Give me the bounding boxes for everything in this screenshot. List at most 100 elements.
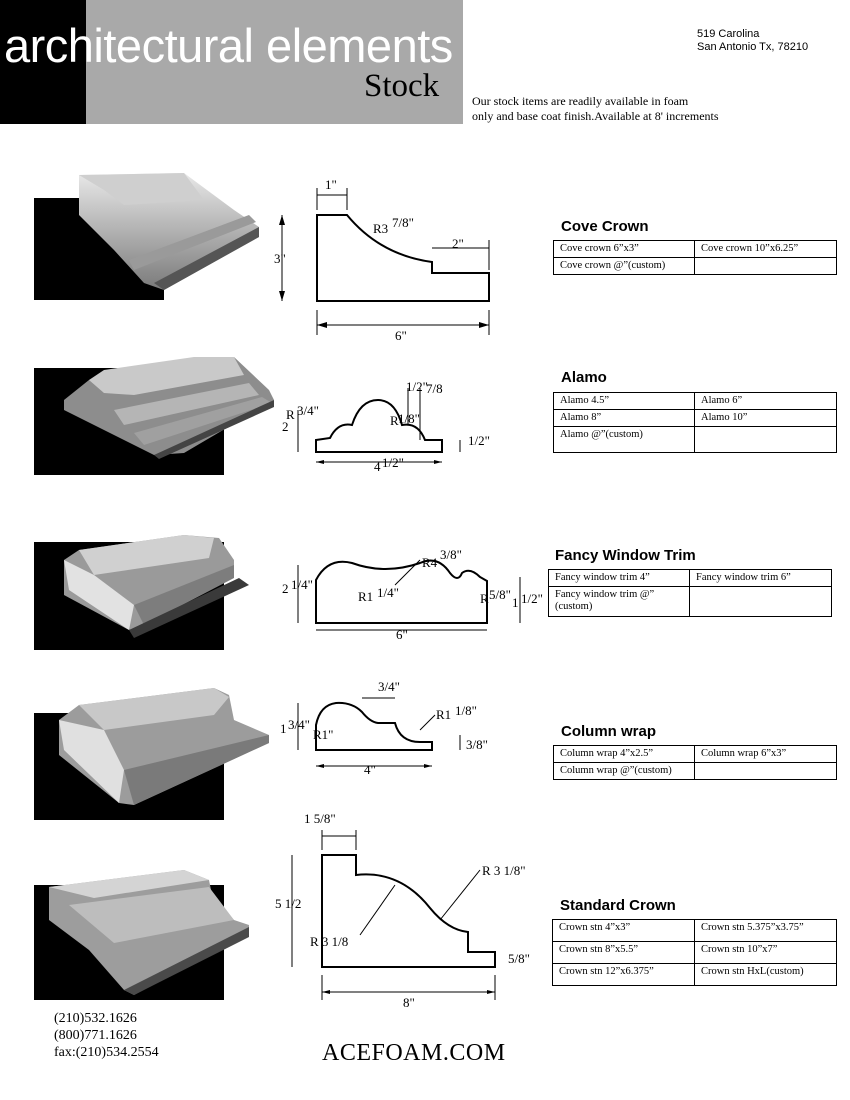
column-radius-left: R1"	[313, 727, 334, 742]
crown-top-dim: 1 5/8"	[304, 811, 336, 826]
table-row: Cove crown 6”x3”Cove crown 10”x6.25”	[553, 240, 837, 258]
column-wrap-sku-table: Column wrap 4”x2.5”Column wrap 6”x3” Col…	[553, 745, 837, 780]
fancy-radius-left-frac: 1/4"	[377, 585, 399, 600]
alamo-profile	[297, 388, 461, 464]
product-title-alamo: Alamo	[561, 369, 607, 386]
column-top-dim: 3/4"	[378, 679, 400, 694]
standard-crown-render	[34, 870, 249, 1000]
alamo-radius-left: R	[286, 407, 295, 422]
table-cell	[694, 426, 837, 453]
address-line-2: San Antonio Tx, 78210	[697, 41, 809, 53]
table-cell: Crown stn HxL(custom)	[694, 963, 837, 986]
table-row: Fancy window trim @” (custom)	[548, 586, 832, 617]
product-title-fancy-window-trim: Fancy Window Trim	[555, 547, 696, 564]
company-address: 519 Carolina San Antonio Tx, 78210	[697, 28, 808, 54]
column-wrap-render	[34, 688, 269, 820]
table-cell: Crown stn 8”x5.5”	[552, 941, 695, 964]
fax-number: fax:(210)534.2554	[54, 1045, 159, 1060]
alamo-base: 1/2"	[468, 433, 490, 448]
table-row: Fancy window trim 4”Fancy window trim 6”	[548, 569, 832, 587]
alamo-width-whole: 4	[374, 459, 381, 474]
fancy-height-right: 1	[512, 595, 519, 610]
address-line-1: 519 Carolina	[697, 28, 760, 40]
fancy-height-left: 2	[282, 581, 289, 596]
phone-local: (210)532.1626	[54, 1011, 137, 1026]
alamo-radius-small-frac: 1/8"	[398, 411, 420, 426]
crown-width: 8"	[403, 995, 415, 1010]
alamo-radius-small: R	[390, 413, 399, 428]
cove-radius: R3	[373, 221, 389, 236]
fancy-height-left-frac: 1/4"	[291, 577, 313, 592]
table-cell: Column wrap @”(custom)	[553, 762, 695, 780]
table-row: Column wrap 4”x2.5”Column wrap 6”x3”	[553, 745, 837, 763]
table-cell: Cove crown 6”x3”	[553, 240, 695, 258]
table-cell: Alamo 8”	[553, 409, 695, 427]
column-radius-right-frac: 1/8"	[455, 703, 477, 718]
stock-tagline: Our stock items are readily available in…	[472, 94, 772, 124]
table-row: Alamo 4.5”Alamo 6”	[553, 392, 837, 410]
header-gray-block	[86, 0, 463, 124]
alamo-render	[34, 357, 274, 475]
table-row: Alamo 8”Alamo 10”	[553, 409, 837, 427]
crown-base: 5/8"	[508, 951, 530, 966]
phone-tollfree: (800)771.1626	[54, 1028, 137, 1043]
table-cell	[689, 586, 832, 617]
table-cell: Alamo 10”	[694, 409, 837, 427]
table-cell: Cove crown @”(custom)	[553, 257, 695, 275]
table-cell: Crown stn 4”x3”	[552, 919, 695, 942]
table-cell	[694, 257, 837, 275]
cove-crown-sku-table: Cove crown 6”x3”Cove crown 10”x6.25” Cov…	[553, 240, 837, 275]
table-cell: Crown stn 5.375”x3.75”	[694, 919, 837, 942]
cove-crown-profile	[279, 188, 490, 335]
cove-width-dim: 6"	[395, 328, 407, 343]
table-cell: Fancy window trim 4”	[548, 569, 690, 587]
product-title-column-wrap: Column wrap	[561, 723, 657, 740]
standard-crown-sku-table: Crown stn 4”x3”Crown stn 5.375”x3.75” Cr…	[552, 919, 837, 986]
fancy-width: 6"	[396, 627, 408, 642]
alamo-height: 2	[282, 419, 289, 434]
website-link[interactable]: ACEFOAM.COM	[322, 1040, 506, 1066]
cove-top-dim: 1"	[325, 177, 337, 192]
fancy-height-right-frac: 1/2"	[521, 591, 543, 606]
column-height: 1	[280, 721, 287, 736]
header-black-block	[0, 0, 86, 124]
table-row: Crown stn 8”x5.5”Crown stn 10”x7”	[552, 941, 837, 964]
table-cell	[694, 762, 837, 780]
table-cell: Column wrap 4”x2.5”	[553, 745, 695, 763]
table-cell: Alamo 6”	[694, 392, 837, 410]
cove-step-dim: 2"	[452, 236, 464, 251]
fancy-window-trim-sku-table: Fancy window trim 4”Fancy window trim 6”…	[548, 569, 832, 617]
table-cell: Cove crown 10”x6.25”	[694, 240, 837, 258]
alamo-sku-table: Alamo 4.5”Alamo 6” Alamo 8”Alamo 10” Ala…	[553, 392, 837, 453]
table-row: Alamo @”(custom)	[553, 426, 837, 453]
crown-radius-lower: R 3 1/8	[310, 934, 349, 949]
table-cell: Alamo @”(custom)	[553, 426, 695, 453]
tagline-line-1: Our stock items are readily available in…	[472, 94, 689, 108]
fancy-window-profile	[297, 559, 521, 631]
alamo-top-b: 7/8	[426, 381, 443, 396]
table-cell: Crown stn 10”x7”	[694, 941, 837, 964]
crown-height: 5 1/2	[275, 896, 302, 911]
fancy-window-trim-render	[34, 535, 249, 650]
cove-radius-frac: 7/8"	[392, 215, 414, 230]
fancy-radius-right-frac: 5/8"	[489, 587, 511, 602]
column-height-frac: 3/4"	[288, 717, 310, 732]
brand-title: architectural elements	[4, 19, 453, 72]
table-cell: Column wrap 6”x3”	[694, 745, 837, 763]
contact-block: (210)532.1626 (800)771.1626 fax:(210)534…	[54, 1010, 159, 1061]
table-cell: Fancy window trim 6”	[689, 569, 832, 587]
column-base: 3/8"	[466, 737, 488, 752]
table-row: Crown stn 12”x6.375”Crown stn HxL(custom…	[552, 963, 837, 986]
page-subtitle: Stock	[364, 68, 440, 104]
cove-crown-render	[34, 173, 259, 300]
table-row: Cove crown @”(custom)	[553, 257, 837, 275]
fancy-radius-top-frac: 3/8"	[440, 547, 462, 562]
column-radius-right: R1	[436, 707, 452, 722]
crown-radius-upper: R 3 1/8"	[482, 863, 526, 878]
column-wrap-profile	[297, 697, 461, 768]
product-title-cove-crown: Cove Crown	[561, 218, 649, 235]
alamo-top-a: 1/2"	[406, 379, 428, 394]
table-cell: Crown stn 12”x6.375”	[552, 963, 695, 986]
fancy-radius-top: R4	[422, 555, 438, 570]
table-row: Column wrap @”(custom)	[553, 762, 837, 780]
